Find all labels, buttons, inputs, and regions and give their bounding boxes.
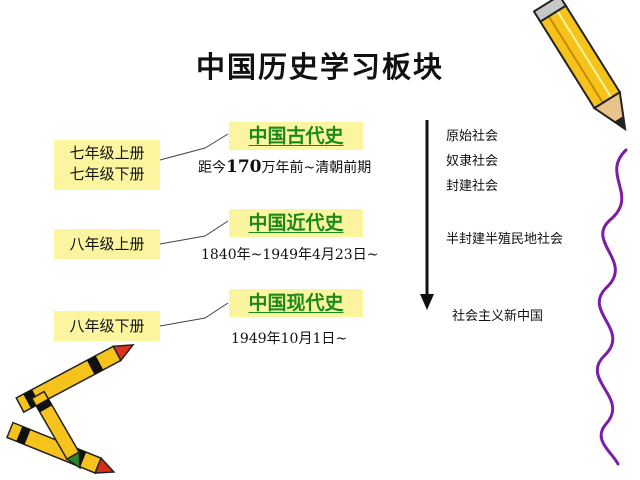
stage-feudal: 封建社会 <box>446 179 499 194</box>
connector-line-3 <box>159 302 229 327</box>
down-arrow-icon <box>420 120 434 310</box>
range-suffix: 万年前~清朝前期 <box>261 160 372 176</box>
stage-primitive: 原始社会 <box>446 129 499 144</box>
stage-semi-colonial: 半封建半殖民地社会 <box>446 232 564 247</box>
grade-line: 七年级下册 <box>69 165 145 183</box>
stage-socialist: 社会主义新中国 <box>452 309 544 324</box>
connector-lines <box>159 133 229 327</box>
period-range-ancient: 距今170万年前~清朝前期 <box>198 157 371 177</box>
squiggle-line-icon <box>595 148 628 466</box>
diagram-title: 中国历史学习板块 <box>195 50 444 84</box>
period-range-contemporary: 1949年10月1日~ <box>231 328 347 348</box>
range-prefix: 1840年~1949年4月23日~ <box>201 247 379 263</box>
crayon-icon <box>30 390 81 470</box>
period-box-ancient: 中国古代史 <box>229 122 363 150</box>
grade-line: 八年级上册 <box>69 235 145 253</box>
range-prefix: 1949年10月1日~ <box>231 331 348 347</box>
grade-line: 八年级下册 <box>69 317 145 335</box>
pencil-icon <box>532 0 627 132</box>
grade-box-1: 七年级上册 七年级下册 <box>54 140 160 190</box>
range-prefix: 距今 <box>198 160 226 176</box>
grade-line: 七年级上册 <box>69 144 145 162</box>
connector-line-1 <box>159 133 229 161</box>
grade-box-3: 八年级下册 <box>54 311 160 341</box>
range-bold: 170 <box>226 157 262 177</box>
period-box-modern: 中国近代史 <box>229 209 363 237</box>
grade-box-2: 八年级上册 <box>54 229 160 259</box>
stage-slave: 奴隶社会 <box>446 154 499 169</box>
period-box-contemporary: 中国现代史 <box>229 289 363 317</box>
connector-line-2 <box>159 220 229 245</box>
period-range-modern: 1840年~1949年4月23日~ <box>201 244 378 264</box>
